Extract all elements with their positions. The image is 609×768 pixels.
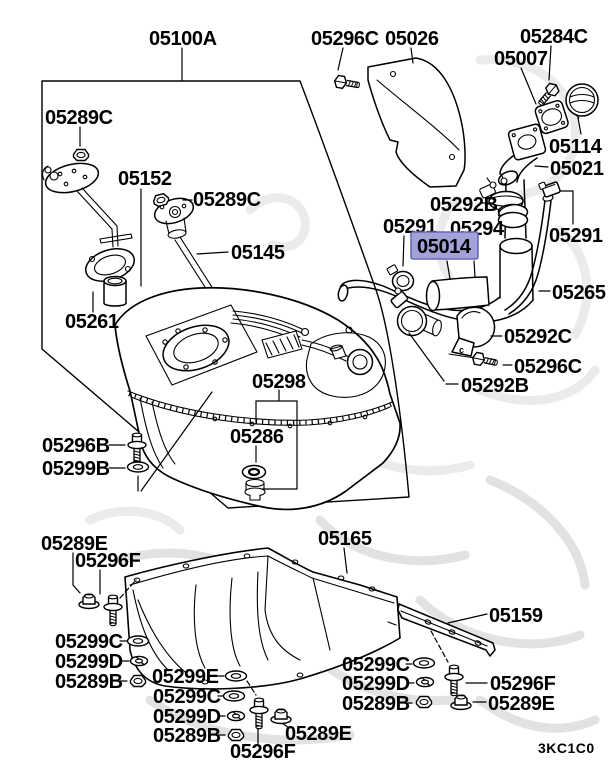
bolt-icon-05296F-a	[103, 594, 123, 627]
part-label-05289B-b: 05289B	[153, 725, 221, 747]
highlight-box[interactable]	[410, 231, 479, 260]
part-label-05265: 05265	[552, 282, 606, 304]
washer-icon-05299B	[126, 461, 150, 473]
part-label-05296F-c: 05296F	[490, 673, 556, 695]
part-label-05299D-b: 05299D	[153, 706, 221, 728]
part-label-05299D-a: 05299D	[55, 651, 123, 673]
part-label-05292B-a: 05292B	[430, 194, 498, 216]
bolt-icon-05296C-a	[332, 74, 362, 92]
nut-icon-05289E-c	[450, 694, 472, 711]
part-label-05292C: 05292C	[504, 326, 572, 348]
part-label-05299C-c: 05299C	[342, 654, 410, 676]
nut-icon-05289B-b	[227, 728, 245, 742]
part-label-05292B-b: 05292B	[461, 375, 529, 397]
nut-icon-05289E-b	[270, 708, 292, 725]
breather-hose	[504, 181, 561, 315]
skid-plate	[124, 547, 401, 690]
part-label-05289E-c: 05289E	[488, 693, 555, 715]
clamp-mark: c	[459, 345, 464, 355]
part-label-05299D-c: 05299D	[342, 673, 410, 695]
nut-icon-05289C-a	[72, 148, 90, 162]
part-label-05100A: 05100A	[149, 28, 217, 50]
washer-icon-05299E	[224, 670, 248, 682]
part-label-05261: 05261	[65, 311, 119, 333]
drawing-code: 3KC1C0	[538, 740, 595, 756]
ear-clamp-left	[386, 264, 415, 292]
part-label-05289E-a: 05289E	[41, 533, 108, 555]
nut-icon-05289B-a	[129, 674, 147, 688]
part-label-05296B: 05296B	[42, 435, 110, 457]
part-label-05289B-a: 05289B	[55, 671, 123, 693]
washer-icon-05299C-c	[412, 657, 436, 669]
part-label-05291-b: 05291	[549, 225, 603, 247]
nut-icon-05289E-a	[78, 593, 100, 610]
part-label-05298: 05298	[252, 371, 306, 393]
part-label-05296F-a: 05296F	[75, 550, 141, 572]
mount-clamp-bracket: c	[448, 306, 496, 359]
washer-icon-05299C-b	[222, 690, 246, 702]
part-label-05299E: 05299E	[152, 666, 219, 688]
worm-clamp-lower	[390, 283, 428, 337]
part-label-05299C-a: 05299C	[55, 631, 123, 653]
part-label-05114: 05114	[549, 136, 603, 158]
heat-protector-shield	[367, 57, 466, 188]
drain-grommet-and-plug	[241, 464, 267, 501]
part-label-05159: 05159	[489, 605, 543, 627]
washer-icon-05299C-a	[126, 635, 150, 647]
part-label-05299B: 05299B	[42, 458, 110, 480]
leader-lines	[72, 45, 582, 745]
part-labels: 05100A 05289C 05152 05289C 05145 05261 0…	[41, 26, 606, 763]
breather-coil	[497, 203, 529, 229]
fuel-pump-sender-unit	[42, 162, 135, 307]
washer-icon-05299D-b	[226, 710, 246, 722]
part-label-05014[interactable]: 05014	[417, 236, 472, 258]
washer-icon-05299D-c	[415, 676, 435, 688]
part-label-05152: 05152	[118, 168, 172, 190]
part-label-05284C: 05284C	[520, 26, 588, 48]
fuel-cap	[565, 83, 599, 119]
part-label-05299C-b: 05299C	[153, 686, 221, 708]
fuel-tank	[114, 286, 401, 511]
part-label-05026: 05026	[385, 28, 439, 50]
part-label-05296F-b: 05296F	[230, 741, 296, 763]
nut-icon-05289B-c	[415, 695, 433, 709]
support-bar	[397, 603, 496, 657]
part-label-05165: 05165	[318, 528, 372, 550]
part-label-05145: 05145	[231, 242, 285, 264]
highlighted-part-05014[interactable]: 05014	[410, 231, 479, 260]
part-label-05007: 05007	[494, 48, 548, 70]
bolt-icon-05296C-b	[470, 351, 500, 370]
part-label-05296C-b: 05296C	[514, 356, 582, 378]
part-label-05296C-a: 05296C	[311, 28, 379, 50]
part-label-05021: 05021	[550, 158, 604, 180]
strap-bracket-lines	[255, 389, 298, 490]
part-label-05286: 05286	[230, 426, 284, 448]
washer-icon-05299D-a	[129, 655, 149, 667]
filler-gasket	[534, 99, 569, 135]
part-label-05289B-c: 05289B	[342, 693, 410, 715]
bolt-icon-05296F-b	[249, 697, 269, 730]
part-label-05289C-b: 05289C	[193, 189, 261, 211]
part-label-05289C-a: 05289C	[45, 107, 113, 129]
part-label-05289E-b: 05289E	[285, 723, 352, 745]
bolt-icon-05296F-c	[444, 664, 464, 697]
